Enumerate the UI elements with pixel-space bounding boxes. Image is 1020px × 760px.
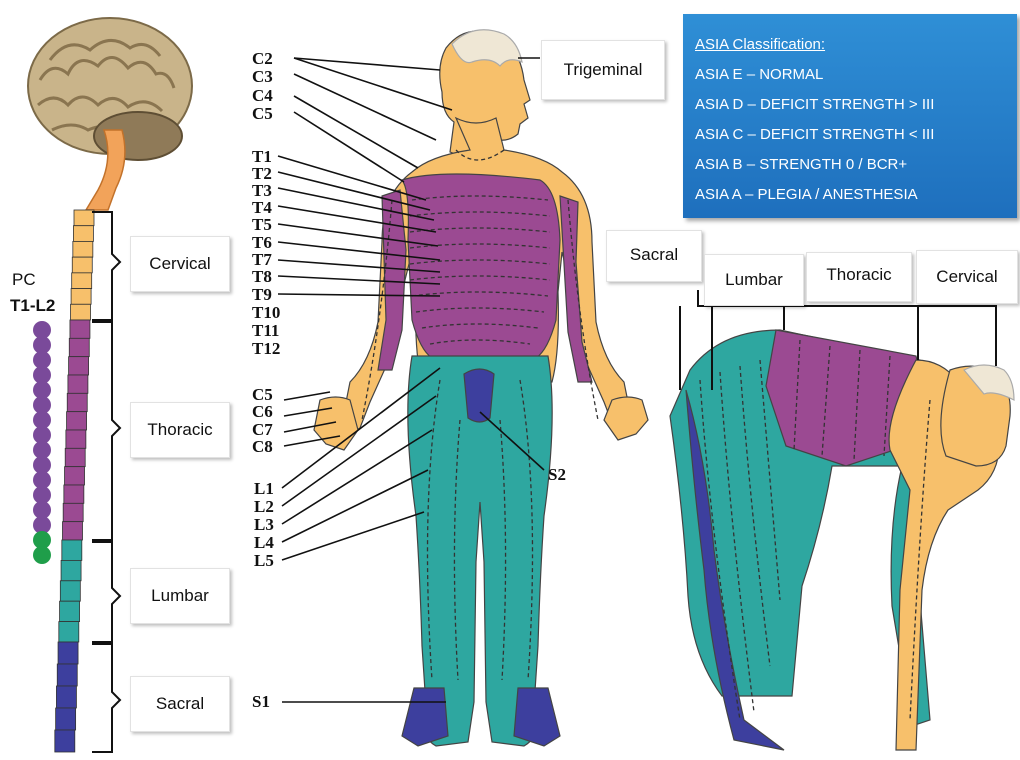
label-t10: T10 bbox=[252, 304, 280, 321]
cord-segment bbox=[62, 522, 82, 540]
side-box-sacral: Sacral bbox=[606, 230, 702, 282]
side-box-lumbar: Lumbar bbox=[704, 254, 804, 306]
cord-segment bbox=[55, 730, 75, 752]
cord-segment bbox=[65, 448, 85, 466]
cord-segment bbox=[63, 503, 83, 521]
cord-segment bbox=[70, 320, 90, 338]
cord-segment bbox=[72, 273, 92, 289]
side-box-thoracic: Thoracic bbox=[806, 252, 912, 302]
label-t6: T6 bbox=[252, 234, 272, 251]
pc-dots bbox=[33, 321, 51, 564]
region-box-thoracic: Thoracic bbox=[130, 402, 230, 458]
label-c6: C6 bbox=[252, 403, 273, 420]
label-t2: T2 bbox=[252, 165, 272, 182]
cord-segment bbox=[56, 708, 76, 730]
cord-segment bbox=[60, 601, 80, 621]
label-c2: C2 bbox=[252, 50, 273, 67]
label-c5: C5 bbox=[252, 105, 273, 122]
label-c5-hand: C5 bbox=[252, 386, 273, 403]
label-t12: T12 bbox=[252, 340, 280, 357]
cord-segment bbox=[74, 210, 94, 226]
region-box-cervical: Cervical bbox=[130, 236, 230, 292]
cord-segment bbox=[67, 412, 87, 430]
label-c8: C8 bbox=[252, 438, 273, 455]
label-s2: S2 bbox=[548, 466, 566, 483]
label-l3: L3 bbox=[254, 516, 274, 533]
label-c7: C7 bbox=[252, 421, 273, 438]
label-t7: T7 bbox=[252, 251, 272, 268]
label-c3: C3 bbox=[252, 68, 273, 85]
region-box-lumbar: Lumbar bbox=[130, 568, 230, 624]
region-brackets bbox=[92, 212, 120, 752]
asia-classification-box: ASIA Classification: ASIA E – NORMAL ASI… bbox=[683, 14, 1017, 218]
asia-item-b: ASIA B – STRENGTH 0 / BCR+ bbox=[695, 150, 1017, 180]
label-t11: T11 bbox=[252, 322, 279, 339]
cord-segment bbox=[59, 622, 79, 642]
brain-illustration bbox=[28, 18, 192, 210]
label-l1: L1 bbox=[254, 480, 274, 497]
cord-segment bbox=[64, 485, 84, 503]
asia-item-c: ASIA C – DEFICIT STRENGTH < III bbox=[695, 120, 1017, 150]
label-c4: C4 bbox=[252, 87, 273, 104]
label-s1: S1 bbox=[252, 693, 270, 710]
region-box-sacral: Sacral bbox=[130, 676, 230, 732]
cord-segment bbox=[73, 241, 93, 257]
pc-dot-green bbox=[33, 546, 51, 564]
cord-segment bbox=[71, 304, 91, 320]
cord-segment bbox=[62, 540, 82, 560]
label-t5: T5 bbox=[252, 216, 272, 233]
label-t1: T1 bbox=[252, 148, 272, 165]
asia-item-e: ASIA E – NORMAL bbox=[695, 60, 1017, 90]
cord-segment bbox=[58, 642, 78, 664]
label-t3: T3 bbox=[252, 182, 272, 199]
cord-segment bbox=[68, 375, 88, 393]
label-t8: T8 bbox=[252, 268, 272, 285]
cord-segment bbox=[67, 393, 87, 411]
cord-segment bbox=[69, 338, 89, 356]
cord-segment bbox=[66, 430, 86, 448]
cord-segment bbox=[69, 357, 89, 375]
spinal-cord bbox=[55, 210, 94, 752]
pc-range: T1-L2 bbox=[10, 296, 55, 316]
pc-label: PC bbox=[12, 270, 36, 290]
label-l5: L5 bbox=[254, 552, 274, 569]
cord-segment bbox=[56, 686, 76, 708]
region-box-trigeminal: Trigeminal bbox=[541, 40, 665, 100]
label-t9: T9 bbox=[252, 286, 272, 303]
label-l4: L4 bbox=[254, 534, 274, 551]
cord-segment bbox=[73, 226, 93, 242]
asia-title: ASIA Classification: bbox=[695, 30, 1017, 60]
asia-item-d: ASIA D – DEFICIT STRENGTH > III bbox=[695, 90, 1017, 120]
label-t4: T4 bbox=[252, 199, 272, 216]
side-box-cervical: Cervical bbox=[916, 250, 1018, 304]
cord-segment bbox=[61, 560, 81, 580]
cord-segment bbox=[60, 581, 80, 601]
cord-segment bbox=[71, 289, 91, 305]
cord-segment bbox=[57, 664, 77, 686]
cord-segment bbox=[72, 257, 92, 273]
asia-item-a: ASIA A – PLEGIA / ANESTHESIA bbox=[695, 180, 1017, 210]
cord-segment bbox=[65, 467, 85, 485]
label-l2: L2 bbox=[254, 498, 274, 515]
